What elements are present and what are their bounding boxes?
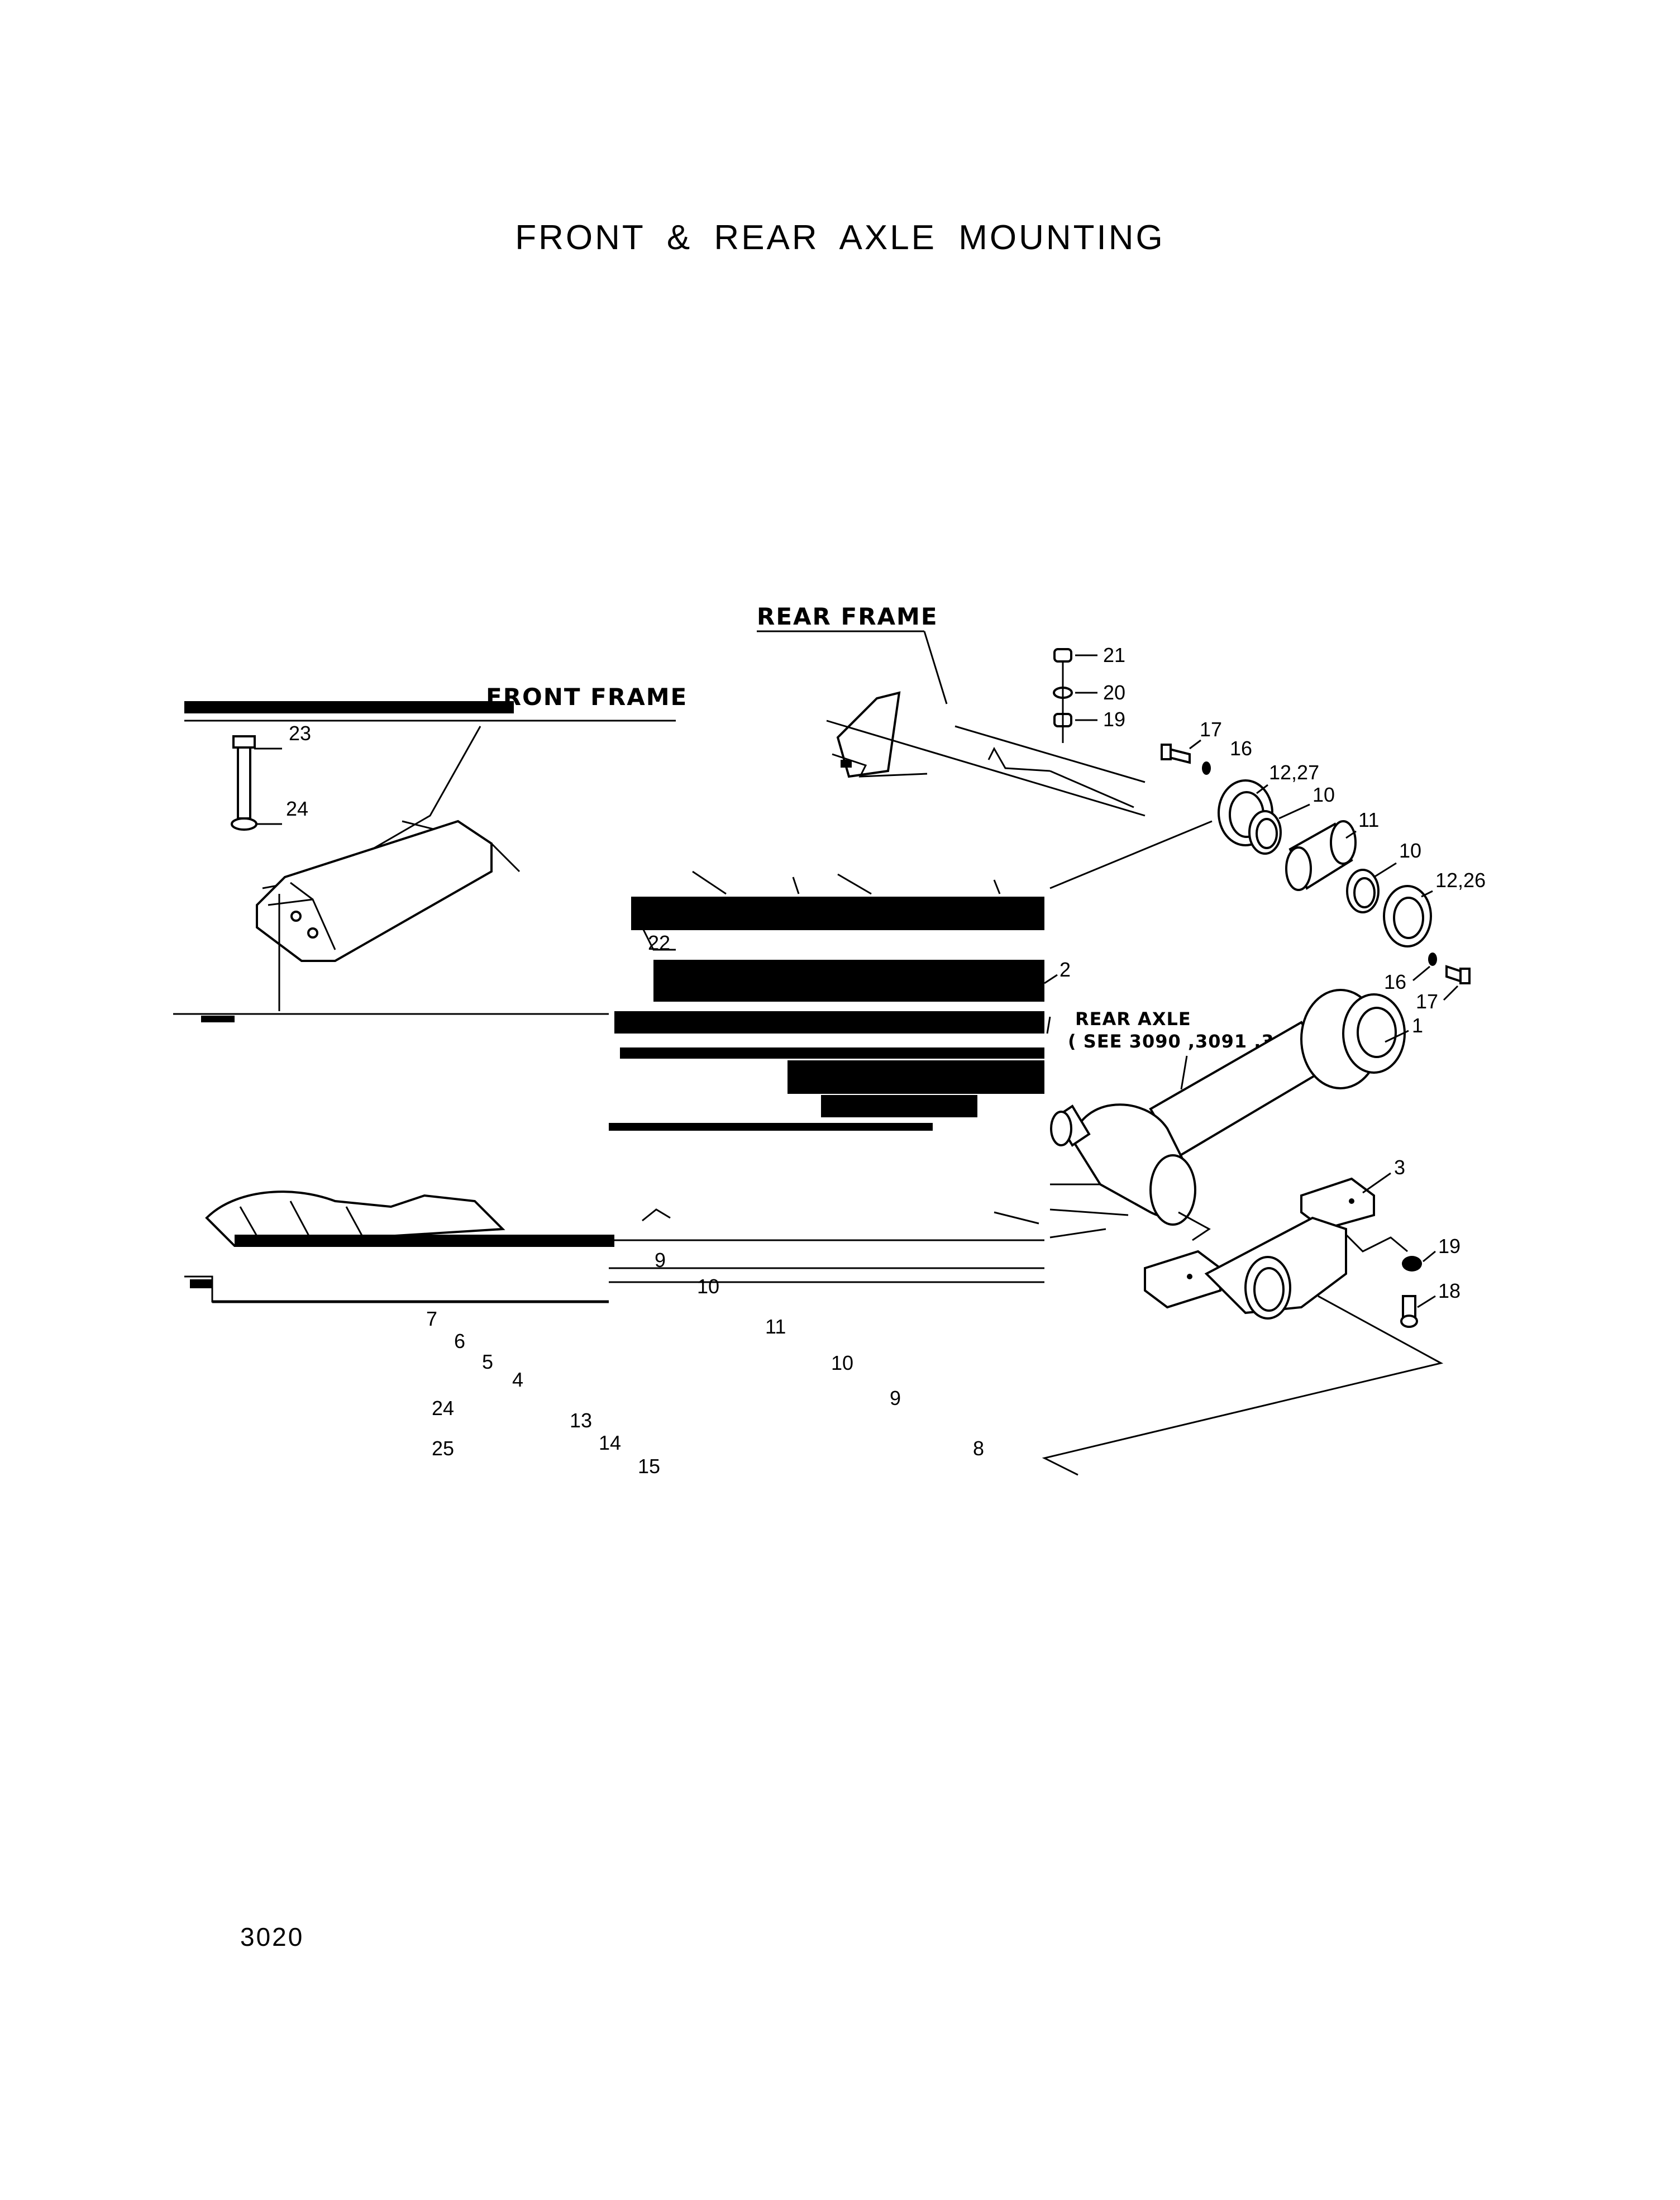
rear-axle-group: REAR AXLE ( SEE 3090 ,3091 ,3093)	[1046, 989, 1406, 1239]
page-number: 3020	[240, 1922, 304, 1951]
callout-8: 8	[973, 1437, 984, 1460]
callout-10: 10	[1312, 783, 1335, 806]
callout-21: 21	[1103, 644, 1125, 666]
trunnion-bushing-stack	[1161, 744, 1471, 984]
callout-12-27: 12,27	[1269, 761, 1319, 784]
callout-15: 15	[638, 1455, 660, 1478]
callout-6: 6	[454, 1330, 465, 1353]
callout-10: 10	[831, 1351, 853, 1374]
callout-22: 22	[648, 931, 670, 954]
axle-support-group	[1042, 1177, 1444, 1476]
callout-19: 19	[1103, 708, 1125, 731]
callout-25: 25	[432, 1437, 454, 1460]
callout-18: 18	[1438, 1279, 1461, 1302]
callout-5: 5	[482, 1350, 493, 1373]
callout-9: 9	[890, 1387, 901, 1409]
front-frame-label: FRONT FRAME	[486, 683, 688, 711]
top-hardware-stack	[1053, 648, 1073, 743]
callout-labels: 21 20 19 17 16 12,27 10 11 10 12,26 16 1…	[254, 644, 1486, 1478]
callout-2: 2	[1059, 958, 1071, 981]
rear-axle-label: REAR AXLE	[1075, 1008, 1191, 1030]
callout-24: 24	[432, 1397, 454, 1420]
front-frame-group: FRONT FRAME	[173, 683, 688, 1303]
callout-10: 10	[1399, 839, 1421, 862]
callout-16: 16	[1230, 737, 1252, 760]
callout-24: 24	[286, 797, 308, 820]
callout-9: 9	[655, 1249, 666, 1272]
callout-10: 10	[697, 1275, 719, 1298]
page-title: FRONT & REAR AXLE MOUNTING	[515, 218, 1165, 257]
callout-13: 13	[570, 1409, 592, 1432]
callout-17: 17	[1200, 718, 1222, 741]
callout-11: 11	[765, 1315, 786, 1338]
rear-frame-label: REAR FRAME	[757, 603, 938, 630]
callout-4: 4	[512, 1368, 523, 1391]
callout-3: 3	[1394, 1156, 1405, 1179]
callout-19: 19	[1438, 1235, 1461, 1258]
callout-23: 23	[289, 722, 311, 745]
callout-12-26: 12,26	[1435, 869, 1486, 892]
rear-frame-group: REAR FRAME	[757, 603, 1213, 889]
callout-17: 17	[1416, 990, 1438, 1013]
callout-7: 7	[426, 1307, 437, 1330]
callout-11: 11	[1358, 808, 1379, 831]
callout-14: 14	[599, 1431, 621, 1454]
callout-1: 1	[1412, 1014, 1423, 1037]
callout-16: 16	[1384, 970, 1406, 993]
front-axle-band	[609, 870, 1044, 1283]
callout-20: 20	[1103, 681, 1125, 704]
